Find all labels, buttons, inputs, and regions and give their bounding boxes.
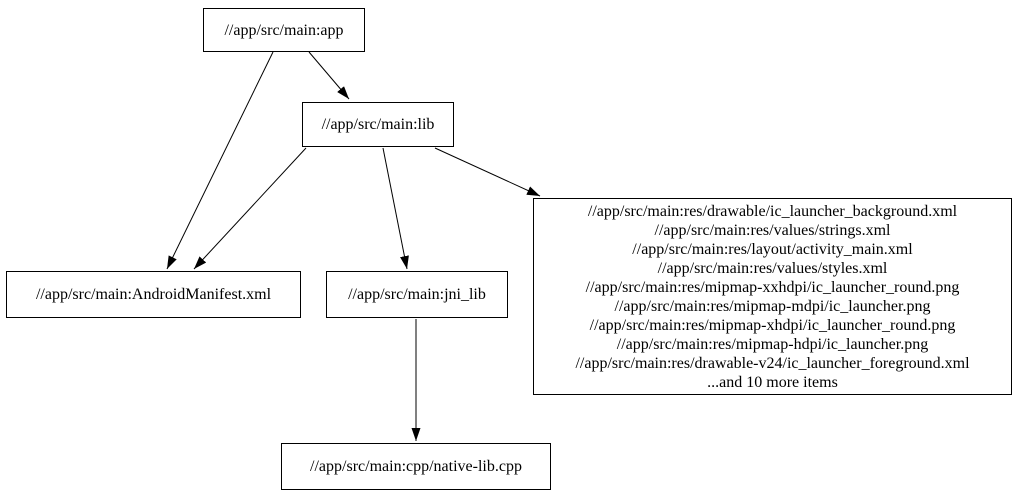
graph-node-app-label: //app/src/main:app [224,21,344,39]
graph-node-native-lib-cpp: //app/src/main:cpp/native-lib.cpp [281,443,551,490]
edge-lib-to-res-group [434,147,541,197]
edge-lib-to-manifest [193,147,307,270]
res-group-line: //app/src/main:res/layout/activity_main.… [632,240,913,258]
edge-app-to-lib [308,51,350,100]
res-group-line: //app/src/main:res/mipmap-hdpi/ic_launch… [616,335,929,353]
res-group-line: //app/src/main:res/drawable/ic_launcher_… [587,202,958,220]
edge-lib-to-jni-lib [382,147,409,270]
graph-node-jni-lib: //app/src/main:jni_lib [326,271,508,318]
graph-node-native-lib-cpp-label: //app/src/main:cpp/native-lib.cpp [310,458,522,475]
graph-node-android-manifest: //app/src/main:AndroidManifest.xml [6,271,301,318]
res-group-line: //app/src/main:res/values/strings.xml [654,221,891,239]
graph-node-res-group: //app/src/main:res/drawable/ic_launcher_… [533,198,1012,395]
res-group-line: ...and 10 more items [707,373,838,391]
res-group-line: //app/src/main:res/mipmap-xhdpi/ic_launc… [589,316,956,334]
graph-node-app: //app/src/main:app [203,8,365,52]
res-group-line: //app/src/main:res/drawable-v24/ic_launc… [575,354,970,372]
graph-node-lib-label: //app/src/main:lib [321,116,435,133]
graph-node-android-manifest-label: //app/src/main:AndroidManifest.xml [35,286,272,303]
res-group-line: //app/src/main:res/mipmap-xxhdpi/ic_laun… [585,278,960,296]
edge-app-to-manifest [166,51,274,270]
graph-node-jni-lib-label: //app/src/main:jni_lib [348,286,486,303]
res-group-line: //app/src/main:res/values/styles.xml [657,259,888,277]
res-group-line: //app/src/main:res/mipmap-mdpi/ic_launch… [614,297,931,315]
graph-node-lib: //app/src/main:lib [302,102,454,147]
